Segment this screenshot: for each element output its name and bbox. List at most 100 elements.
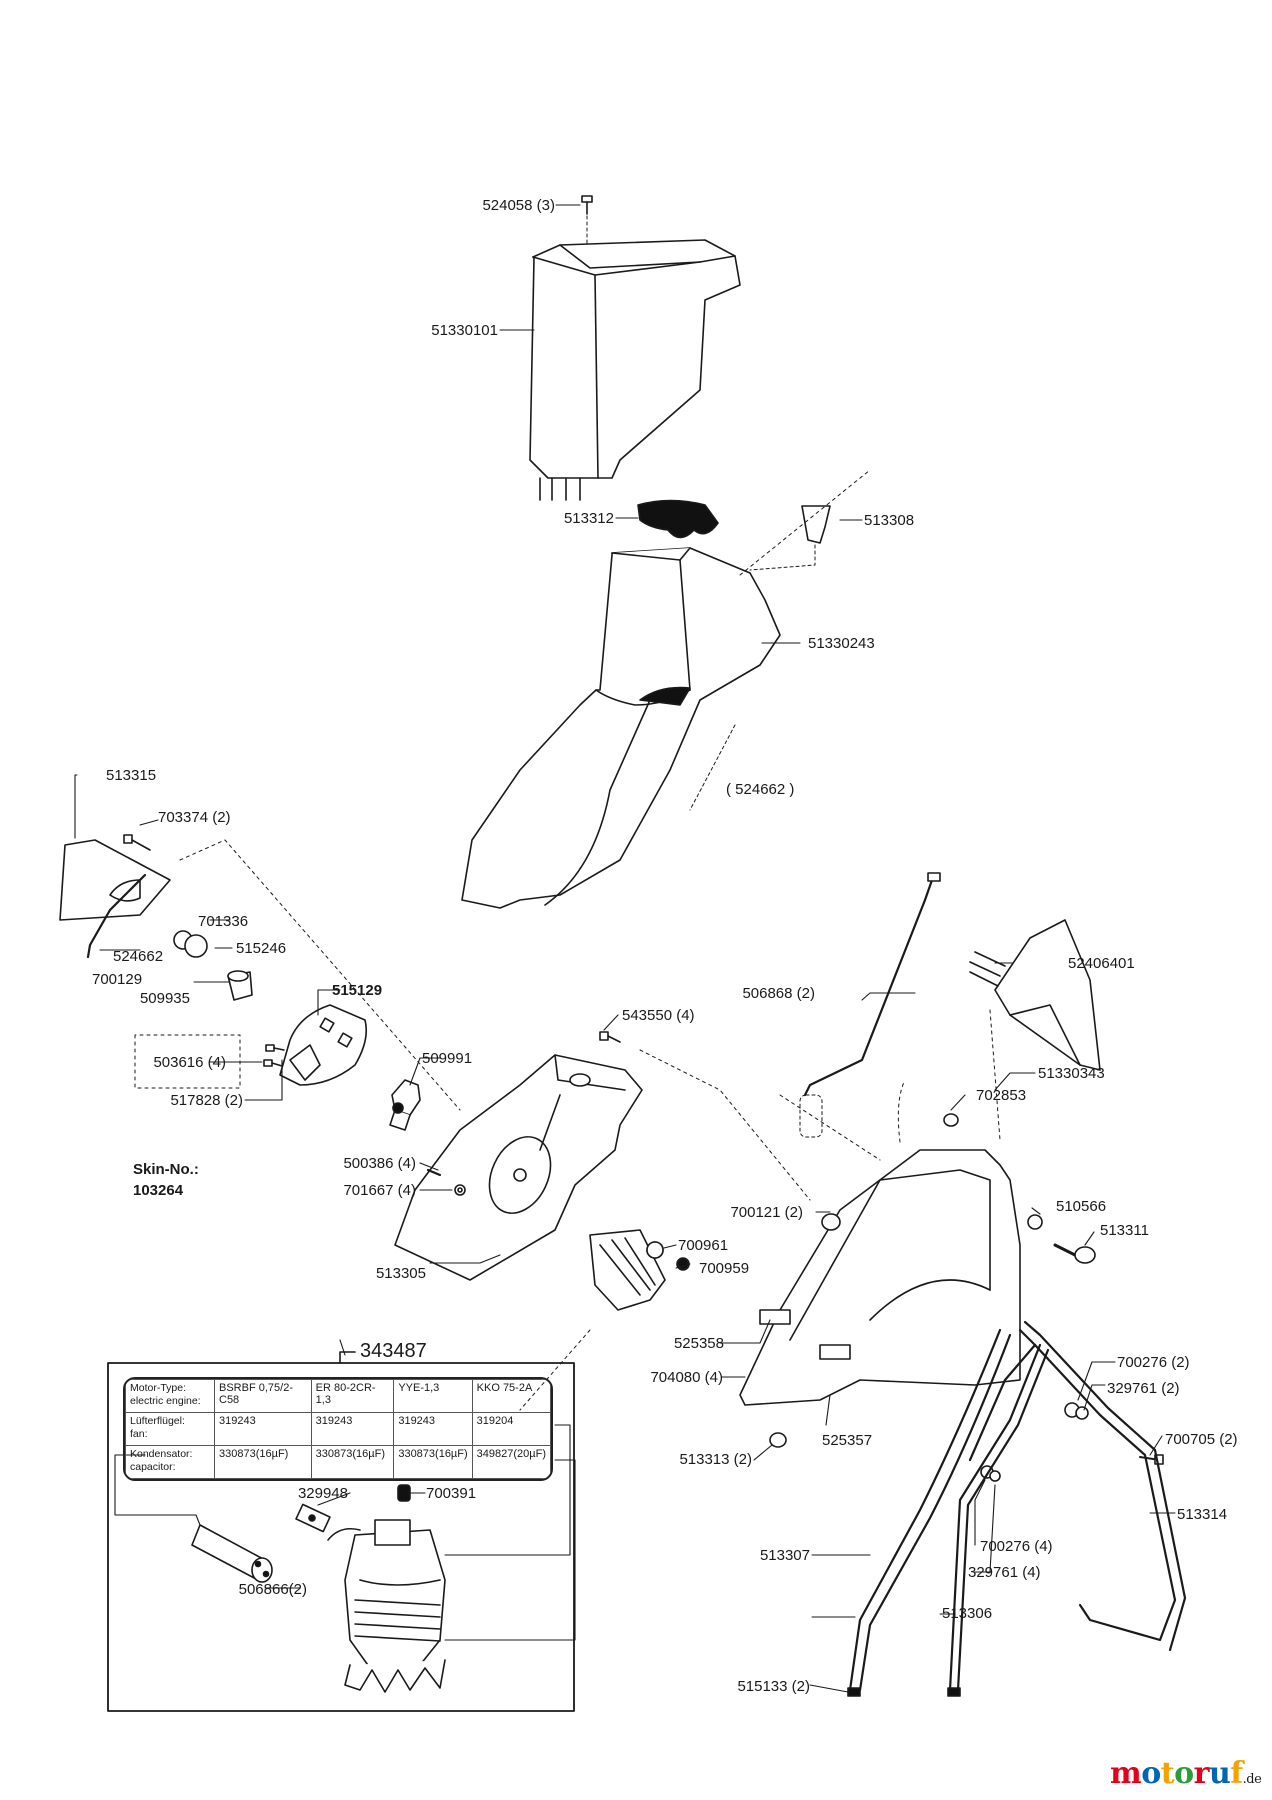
guard-plate-513315 — [59, 839, 171, 959]
label-329948: 329948 — [297, 1485, 348, 1502]
label-700276-top: 700276 (2) — [1117, 1354, 1190, 1371]
label-700705: 700705 (2) — [1165, 1431, 1238, 1448]
label-513308: 513308 — [864, 512, 915, 529]
logo-letter: f — [1230, 1756, 1243, 1791]
chute-51330243 — [461, 547, 781, 909]
label-704080: 704080 (4) — [650, 1369, 723, 1386]
leg-513306 — [948, 1343, 1050, 1692]
label-506866: 506866(2) — [238, 1581, 307, 1598]
motor-unit — [589, 1229, 690, 1311]
label-513306: 513306 — [942, 1605, 993, 1622]
assembly-guides — [134, 469, 1001, 1411]
table-row-fan: Lüfterflügel:fan: 319243 319243 319243 3… — [125, 1412, 551, 1446]
label-506868: 506868 (2) — [742, 985, 815, 1002]
label-524058: 524058 (3) — [482, 197, 555, 214]
connector-329948 — [295, 1503, 331, 1533]
label-515129: 515129 — [332, 982, 383, 999]
label-51330243: 51330243 — [808, 635, 875, 652]
screws-503616 — [263, 1044, 285, 1067]
caps-515133 — [847, 1687, 961, 1697]
table-cell: 319243 — [214, 1412, 312, 1446]
switch-box-52406401 — [969, 919, 1101, 1071]
table-cell: 319243 — [310, 1412, 395, 1446]
rubber-flap-513312 — [637, 499, 719, 539]
label-513314: 513314 — [1177, 1506, 1228, 1523]
label-700129: 700129 — [92, 971, 143, 988]
label-515133: 515133 (2) — [737, 1678, 810, 1695]
label-517828: 517828 (2) — [170, 1092, 243, 1109]
skin-number: 103264 — [133, 1182, 184, 1199]
logo-letter: o — [1174, 1756, 1194, 1791]
skin-label: Skin-No.: — [133, 1161, 199, 1178]
screw-703374 — [123, 834, 151, 851]
table-cell: KKO 75-2A — [471, 1379, 551, 1413]
washer-510566 — [1027, 1214, 1043, 1230]
pin-500386 — [426, 1168, 442, 1177]
label-700961: 700961 — [678, 1237, 729, 1254]
label-543550: 543550 (4) — [622, 1007, 695, 1024]
washer-702853 — [943, 1113, 959, 1127]
label-500386: 500386 (4) — [343, 1155, 416, 1172]
leader-lines — [74, 204, 1176, 1693]
logo-letter: m — [1110, 1756, 1142, 1791]
label-703374: 703374 (2) — [158, 809, 231, 826]
bolt-700705 — [1139, 1454, 1164, 1465]
motor-stator — [327, 1519, 446, 1693]
screw-543550 — [599, 1031, 621, 1043]
table-cell: 330873(16µF) — [310, 1445, 395, 1479]
clip-513308 — [801, 505, 831, 544]
label-700959: 700959 — [699, 1260, 750, 1277]
label-702853: 702853 — [976, 1087, 1027, 1104]
label-51330343: 51330343 — [1038, 1065, 1105, 1082]
label-329761-top: 329761 (2) — [1107, 1380, 1180, 1397]
label-513313: 513313 (2) — [679, 1451, 752, 1468]
motor-spec-table: Motor-Type:electric engine: BSRBF 0,75/2… — [123, 1377, 553, 1481]
logo-letter: u — [1208, 1756, 1231, 1791]
table-row-capacitor: Kondensator:capacitor: 330873(16µF) 3308… — [125, 1445, 551, 1479]
logo-letter: r — [1193, 1756, 1210, 1791]
knob-513311 — [1053, 1243, 1096, 1264]
label-700391: 700391 — [426, 1485, 477, 1502]
nut-700276-329761-pair — [1064, 1402, 1089, 1420]
row-header-capacitor: Kondensator:capacitor: — [125, 1445, 215, 1479]
logo-letter: o — [1141, 1756, 1161, 1791]
label-700276-bottom: 700276 (4) — [980, 1538, 1053, 1555]
washer-701667 — [454, 1184, 466, 1196]
leg-513307 — [848, 1328, 1012, 1692]
label-525357: 525357 — [822, 1432, 873, 1449]
table-row-motor-type: Motor-Type:electric engine: BSRBF 0,75/2… — [125, 1379, 551, 1413]
table-cell: 319204 — [471, 1412, 551, 1446]
label-513312: 513312 — [563, 510, 614, 527]
row-header-fan: Lüfterflügel:fan: — [125, 1412, 215, 1446]
motor-cover-513305 — [394, 1054, 643, 1281]
capacitor-506866 — [191, 1524, 273, 1583]
housing-51330343 — [739, 1149, 1021, 1406]
label-524662: 524662 — [113, 948, 164, 965]
logo-letter: t — [1160, 1756, 1175, 1791]
table-cell: ER 80-2CR-1,3 — [310, 1379, 395, 1413]
label-329761-bottom: 329761 (4) — [968, 1564, 1041, 1581]
label-701667: 701667 (4) — [343, 1182, 416, 1199]
table-cell: 319243 — [393, 1412, 473, 1446]
kit-frame-343487 — [107, 1351, 575, 1712]
table-cell: 349827(20µF) — [471, 1445, 551, 1479]
row-header-motor-type: Motor-Type:electric engine: — [125, 1379, 215, 1413]
label-51330101: 51330101 — [431, 322, 498, 339]
label-515246: 515246 — [236, 940, 287, 957]
cable-506868 — [799, 872, 941, 1138]
label-513305: 513305 — [375, 1265, 426, 1282]
table-cell: 330873(16µF) — [214, 1445, 312, 1479]
motoruf-logo: motoruf.de — [1110, 1756, 1262, 1791]
coupling-509991 — [389, 1079, 421, 1131]
nut-700276-329761-lower — [980, 1465, 1001, 1482]
label-509991: 509991 — [422, 1050, 473, 1067]
bushing-509935 — [227, 970, 253, 1001]
knob-701336 — [173, 930, 208, 958]
table-cell: BSRBF 0,75/2-C58 — [214, 1379, 312, 1413]
label-700121: 700121 (2) — [730, 1204, 803, 1221]
washer-700961 — [646, 1241, 664, 1259]
label-513311: 513311 — [1100, 1222, 1149, 1239]
label-525358: 525358 — [673, 1335, 724, 1352]
